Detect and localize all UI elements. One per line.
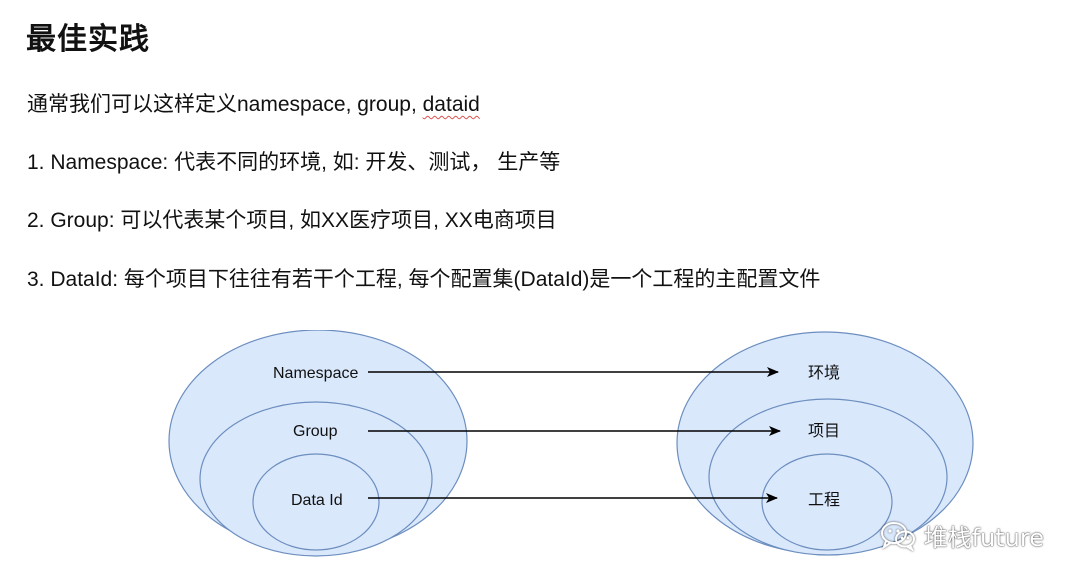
right-inner-ellipse	[761, 453, 893, 551]
watermark: 堆栈future	[880, 518, 1044, 553]
watermark-text: 堆栈future	[923, 524, 1044, 552]
label-namespace: Namespace	[273, 365, 358, 382]
label-project: 项目	[808, 421, 840, 440]
label-environment: 环境	[808, 363, 840, 382]
intro-text: 通常我们可以这样定义namespace, group,	[27, 93, 423, 116]
list-item-group: 2. Group: 可以代表某个项目, 如XX医疗项目, XX电商项目	[27, 209, 557, 232]
left-inner-ellipse	[252, 453, 380, 551]
intro-underlined-word: dataid	[422, 93, 480, 116]
label-dataid: Data Id	[291, 492, 343, 509]
intro-paragraph: 通常我们可以这样定义namespace, group, dataid	[27, 88, 480, 118]
nesting-diagram: Namespace Group Data Id 环境 项目 工程	[168, 330, 974, 557]
wechat-icon	[880, 521, 915, 551]
list-item-namespace: 1. Namespace: 代表不同的环境, 如: 开发、测试， 生产等	[27, 151, 561, 174]
left-ellipse-group	[168, 330, 468, 557]
page-title: 最佳实践	[26, 22, 150, 57]
label-group: Group	[293, 423, 338, 440]
list-item-dataid: 3. DataId: 每个项目下往往有若干个工程, 每个配置集(DataId)是…	[27, 268, 821, 291]
label-engineering: 工程	[808, 490, 840, 509]
